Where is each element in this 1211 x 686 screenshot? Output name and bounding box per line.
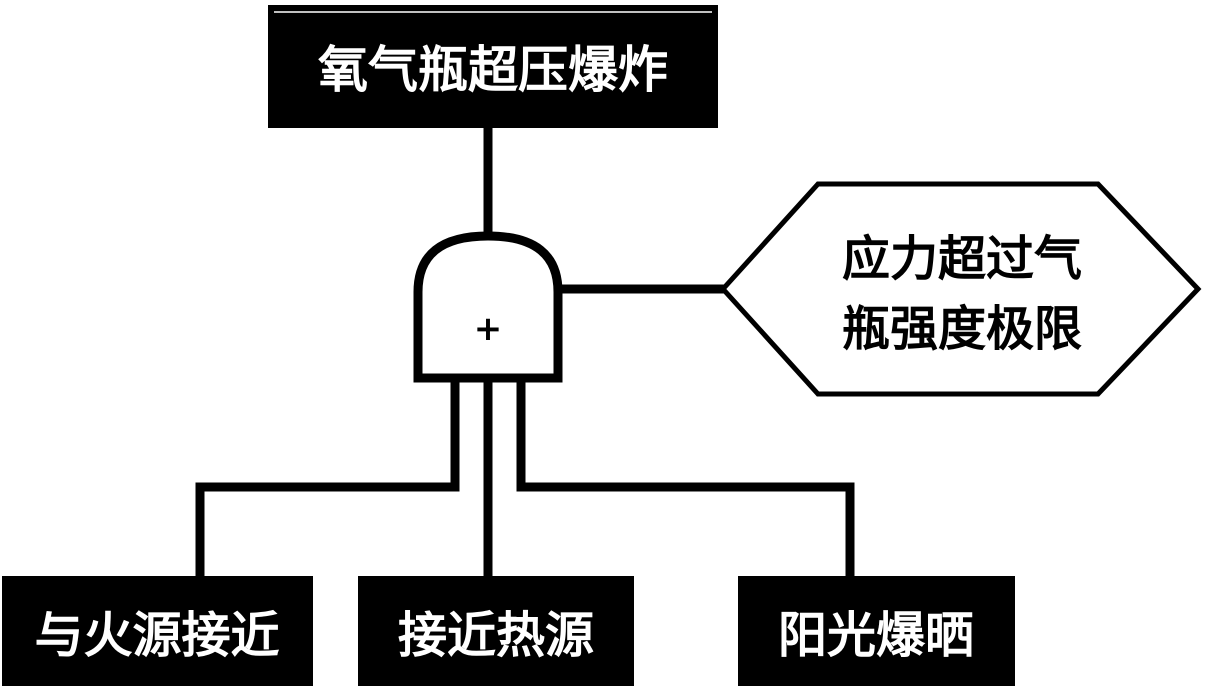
or-gate-shape: [413, 231, 563, 383]
connector-gate-to-event-1: [195, 373, 460, 581]
basic-event-2-box: [358, 576, 634, 686]
top-event-box: [268, 5, 718, 128]
basic-event-2[interactable]: 接近热源: [358, 576, 634, 686]
connector-gate-to-event-3: [516, 373, 855, 581]
or-gate[interactable]: +: [413, 231, 563, 383]
top-event-label: 氧气瓶超压爆炸: [318, 41, 668, 99]
condition-hexagon: [719, 181, 1202, 397]
basic-event-1-box: [2, 576, 313, 686]
basic-event-1[interactable]: 与火源接近: [2, 576, 313, 686]
basic-event-3-label: 阳光爆晒: [778, 607, 974, 664]
basic-event-1-label: 与火源接近: [34, 607, 279, 664]
condition-label-line2: 瓶强度极限: [842, 301, 1082, 357]
basic-event-3[interactable]: 阳光爆晒: [738, 576, 1015, 686]
top-event[interactable]: 氧气瓶超压爆炸: [268, 5, 718, 128]
basic-event-2-label: 接近热源: [398, 607, 594, 664]
or-gate-symbol: +: [474, 309, 503, 349]
condition-label-line1: 应力超过气: [842, 231, 1082, 287]
condition-event[interactable]: 应力超过气 瓶强度极限: [719, 181, 1202, 397]
basic-event-3-box: [738, 576, 1015, 686]
